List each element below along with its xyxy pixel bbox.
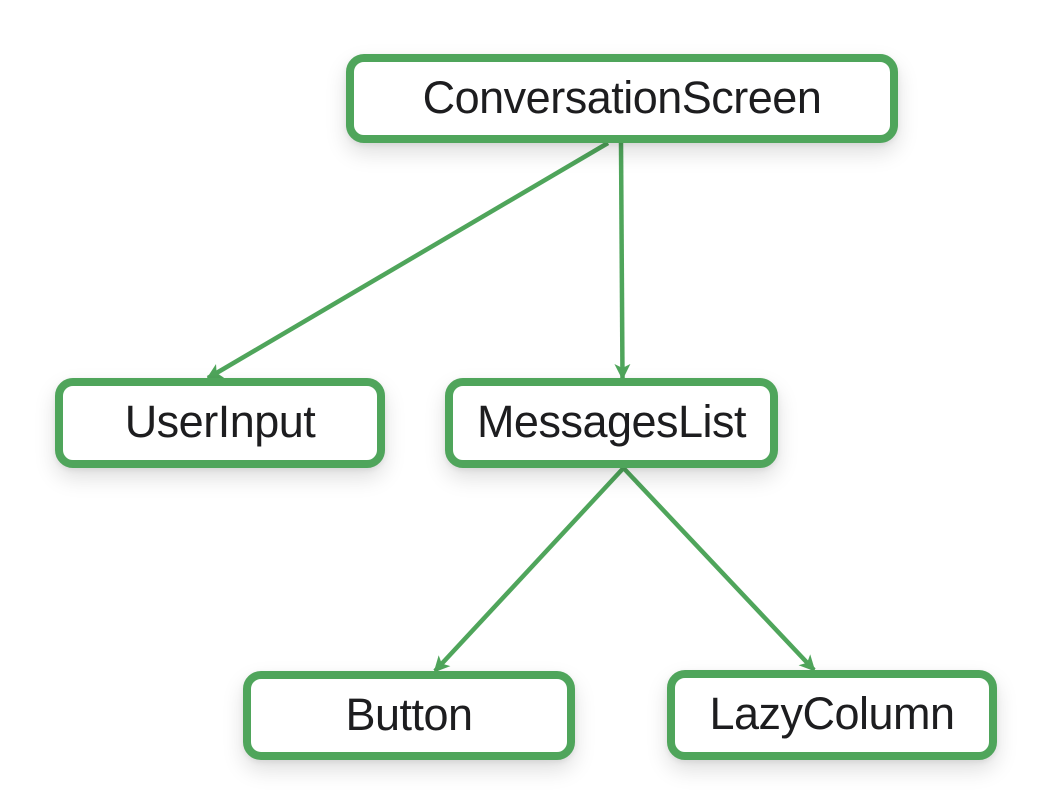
node-button: Button [243, 671, 575, 760]
node-messageslist: MessagesList [445, 378, 778, 468]
node-label: ConversationScreen [422, 71, 822, 123]
edge-messages-list-to-lazy-column [621, 466, 816, 672]
node-conversationscreen: ConversationScreen [346, 54, 898, 143]
edge-messages-list-to-button [433, 466, 626, 673]
node-label: LazyColumn [709, 688, 955, 739]
node-lazycolumn: LazyColumn [667, 670, 997, 760]
edge-conversation-screen-to-messages-list [614, 142, 631, 380]
node-userinput: UserInput [55, 378, 385, 468]
node-label: MessagesList [476, 396, 747, 447]
node-label: Button [345, 688, 473, 740]
node-label: UserInput [124, 396, 316, 447]
edge-conversation-screen-to-user-input [206, 141, 610, 380]
